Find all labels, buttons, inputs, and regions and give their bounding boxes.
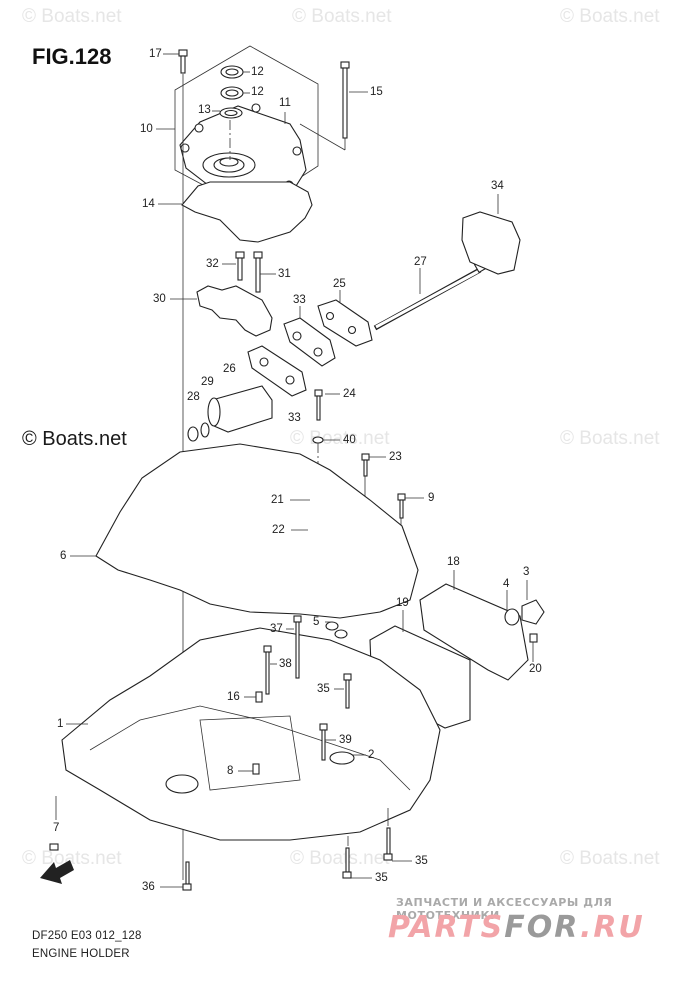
model-code: DF250 E03 012_128 [32, 930, 142, 942]
callout-34[interactable]: 34 [491, 180, 504, 192]
figure-name: ENGINE HOLDER [32, 948, 130, 960]
callout-39[interactable]: 39 [339, 734, 352, 746]
callout-18[interactable]: 18 [447, 556, 460, 568]
gasket-6 [95, 443, 419, 619]
watermark: © Boats.net [22, 848, 122, 869]
callout-12[interactable]: 12 [251, 66, 264, 78]
callout-17[interactable]: 17 [149, 48, 162, 60]
holder-bolts [252, 615, 352, 775]
callout-38[interactable]: 38 [279, 658, 292, 670]
callout-1[interactable]: 1 [57, 718, 64, 730]
callout-14[interactable]: 14 [142, 198, 155, 210]
gasket-14 [181, 181, 313, 243]
callout-35[interactable]: 35 [375, 872, 388, 884]
bolt-15 [299, 61, 350, 151]
collar-parts [187, 385, 273, 442]
callout-33[interactable]: 33 [293, 294, 306, 306]
callout-33[interactable]: 33 [288, 412, 301, 424]
watermark: © Boats.net [560, 428, 660, 449]
callout-26[interactable]: 26 [223, 363, 236, 375]
callout-5[interactable]: 5 [313, 616, 320, 628]
watermark: © Boats.net [22, 6, 122, 27]
callout-8[interactable]: 8 [227, 765, 234, 777]
watermark-dark: © Boats.net [22, 428, 127, 450]
callout-22[interactable]: 22 [272, 524, 285, 536]
oil-seals [219, 65, 244, 160]
callout-11[interactable]: 11 [279, 97, 291, 109]
watermark: © Boats.net [290, 428, 390, 449]
callout-13[interactable]: 13 [198, 104, 211, 116]
callout-21[interactable]: 21 [271, 494, 284, 506]
callout-29[interactable]: 29 [201, 376, 214, 388]
callout-4[interactable]: 4 [503, 578, 510, 590]
callout-19[interactable]: 19 [396, 597, 409, 609]
callout-24[interactable]: 24 [343, 388, 356, 400]
watermark: © Boats.net [292, 6, 392, 27]
bracket-assembly [196, 251, 273, 337]
logo-part-parts: PARTS [388, 910, 505, 945]
callout-7[interactable]: 7 [53, 822, 60, 834]
callout-32[interactable]: 32 [206, 258, 219, 270]
seller-logo[interactable]: PARTSFOR.RU [388, 910, 645, 945]
watermark: © Boats.net [290, 848, 390, 869]
cover-outline [174, 45, 319, 211]
logo-part-ru: .RU [579, 910, 645, 945]
callout-37[interactable]: 37 [270, 623, 283, 635]
logo-part-for: FOR [504, 910, 580, 945]
callout-6[interactable]: 6 [60, 550, 67, 562]
right-side-parts [369, 583, 545, 729]
callout-2[interactable]: 2 [368, 749, 375, 761]
figure-title: FIG.128 [32, 44, 112, 69]
callout-23[interactable]: 23 [389, 451, 402, 463]
watermark: © Boats.net [560, 6, 660, 27]
callout-16[interactable]: 16 [227, 691, 240, 703]
callout-36[interactable]: 36 [142, 881, 155, 893]
callout-35[interactable]: 35 [415, 855, 428, 867]
callout-9[interactable]: 9 [428, 492, 435, 504]
callout-30[interactable]: 30 [153, 293, 166, 305]
watermark: © Boats.net [560, 848, 660, 869]
leader-lines [55, 53, 534, 888]
callout-12[interactable]: 12 [251, 86, 264, 98]
callout-10[interactable]: 10 [140, 123, 153, 135]
callout-28[interactable]: 28 [187, 391, 200, 403]
callout-3[interactable]: 3 [523, 566, 530, 578]
seller-tagline: ЗАПЧАСТИ И АКСЕССУАРЫ ДЛЯ МОТОТЕХНИКИ [396, 896, 613, 922]
callout-15[interactable]: 15 [370, 86, 383, 98]
fwd-arrow-icon [40, 860, 74, 884]
callout-40[interactable]: 40 [343, 434, 356, 446]
callout-25[interactable]: 25 [333, 278, 346, 290]
callout-20[interactable]: 20 [529, 663, 542, 675]
callout-27[interactable]: 27 [414, 256, 427, 268]
bottom-bolts [49, 808, 393, 891]
callout-31[interactable]: 31 [278, 268, 291, 280]
callout-35[interactable]: 35 [317, 683, 330, 695]
plates-and-shaft [247, 211, 521, 397]
